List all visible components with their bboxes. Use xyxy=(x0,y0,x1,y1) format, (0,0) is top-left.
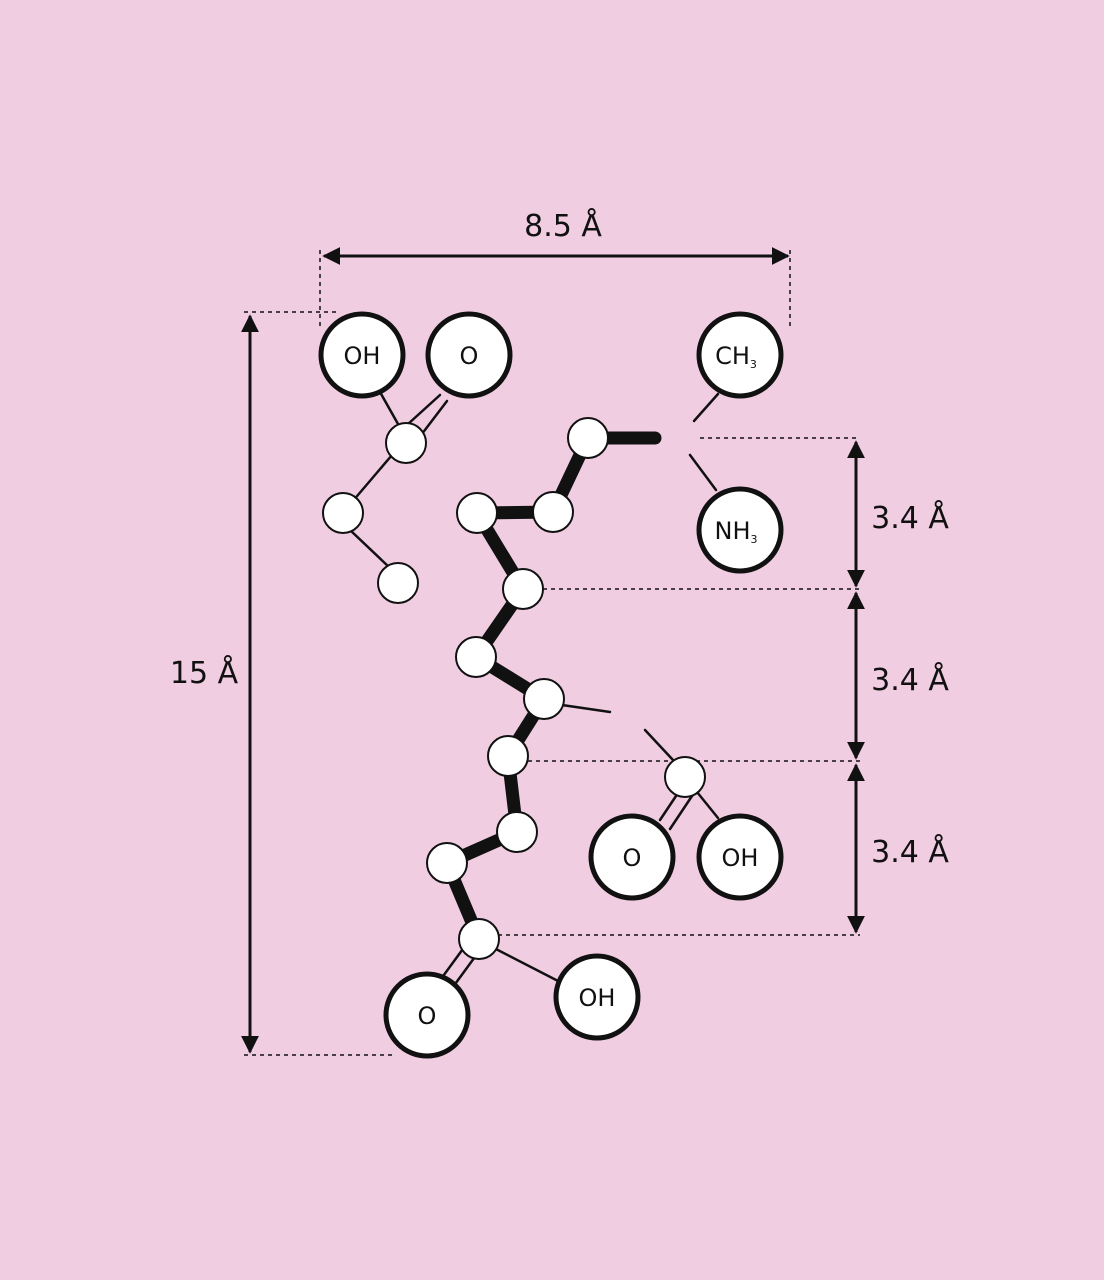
carbon-atom xyxy=(532,491,574,533)
carbon-atom xyxy=(567,417,609,459)
methyl-atom xyxy=(696,311,784,399)
group-atoms xyxy=(318,311,784,1059)
spacing-label-1: 3.4 Å xyxy=(871,500,949,536)
height-label: 15 Å xyxy=(170,655,239,691)
carbon-atom xyxy=(456,492,498,534)
hydroxyl-atom-right xyxy=(696,813,784,901)
oxygen-label-top: O xyxy=(460,342,479,370)
carbon-atom xyxy=(426,842,468,884)
carbon-atom xyxy=(455,636,497,678)
hydroxyl-label-bottom: OH xyxy=(579,984,616,1012)
width-label: 8.5 Å xyxy=(524,208,602,244)
hydroxyl-label-top: OH xyxy=(344,342,381,370)
carbon-atom xyxy=(664,756,706,798)
oxygen-atom-right xyxy=(588,813,676,901)
carbon-atom xyxy=(502,568,544,610)
oxygen-label-right: O xyxy=(623,844,642,872)
spacing-label-3: 3.4 Å xyxy=(871,834,949,870)
oxygen-atom-bottom xyxy=(383,971,471,1059)
carbon-atoms xyxy=(322,417,706,960)
carbon-atom xyxy=(458,918,500,960)
dimension-guides xyxy=(244,250,860,1056)
methyl-label: CH3 xyxy=(715,342,757,371)
oxygen-label-bottom: O xyxy=(418,1002,437,1030)
carbon-atom xyxy=(377,562,419,604)
carbon-atom xyxy=(523,678,565,720)
amine-label: NH3 xyxy=(715,517,758,546)
spacing-label-2: 3.4 Å xyxy=(871,662,949,698)
hydroxyl-atom-top xyxy=(318,311,406,399)
carbon-atom xyxy=(496,811,538,853)
dimension-arrows xyxy=(241,247,865,1054)
carbon-atom xyxy=(322,492,364,534)
amine-atom xyxy=(696,486,784,574)
hydroxyl-atom-bottom xyxy=(553,953,641,1041)
carbon-atom xyxy=(385,422,427,464)
carbon-atom xyxy=(487,735,529,777)
oxygen-atom-top xyxy=(425,311,513,399)
hydroxyl-label-right: OH xyxy=(722,844,759,872)
